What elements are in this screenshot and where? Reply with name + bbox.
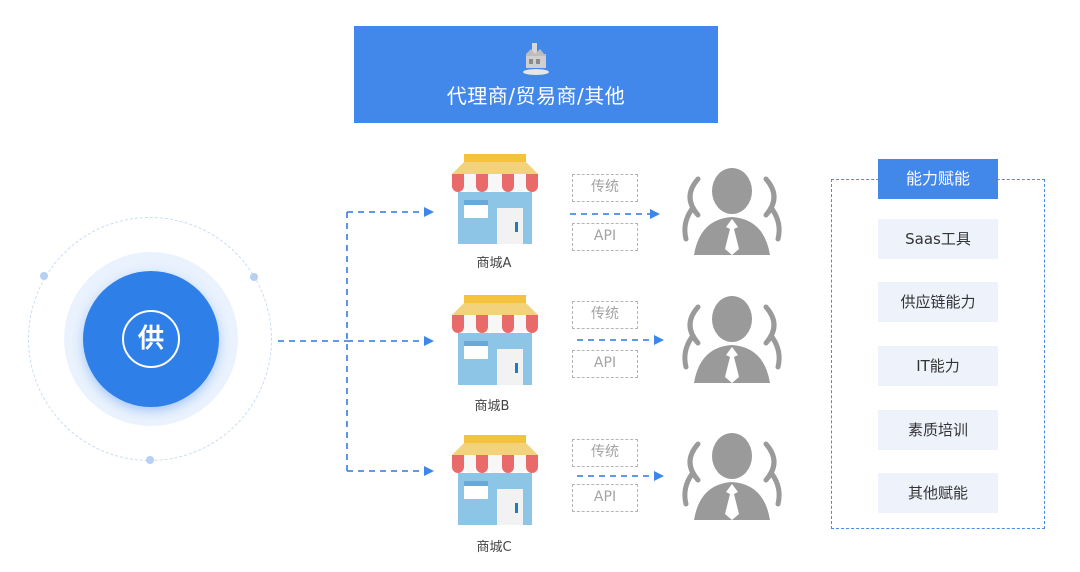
capability-item-supply-chain: 供应链能力 <box>878 282 998 322</box>
factory-icon <box>523 43 549 75</box>
channel-api-tag: API <box>572 223 638 251</box>
customer-group-icon <box>682 168 782 255</box>
capability-item-saas: Saas工具 <box>878 219 998 259</box>
channel-api-tag: API <box>572 350 638 378</box>
capability-item-training: 素质培训 <box>878 410 998 450</box>
storefront-icon <box>452 295 538 385</box>
store-label: 商城A <box>476 256 512 271</box>
hub-ring-dot <box>250 273 258 281</box>
storefront-icon <box>452 154 538 244</box>
hub-label: 供 <box>137 324 164 354</box>
top-banner-title: 代理商/贸易商/其他 <box>446 84 626 108</box>
hub-ring-dot <box>40 272 48 280</box>
channel-traditional-tag: 传统 <box>572 174 638 202</box>
customer-group-icon <box>682 433 782 520</box>
store-label: 商城B <box>474 399 510 414</box>
channel-traditional-tag: 传统 <box>572 301 638 329</box>
capability-item-it: IT能力 <box>878 346 998 386</box>
storefront-icon <box>452 435 538 525</box>
channel-api-tag: API <box>572 484 638 512</box>
store-label: 商城C <box>476 540 512 555</box>
top-banner: 代理商/贸易商/其他 <box>354 26 718 123</box>
channel-traditional-tag: 传统 <box>572 439 638 467</box>
hub-ring-dot <box>146 456 154 464</box>
hub-inner-ring <box>122 310 180 368</box>
capability-panel-title: 能力赋能 <box>878 159 998 199</box>
customer-group-icon <box>682 296 782 383</box>
capability-item-other: 其他赋能 <box>878 473 998 513</box>
